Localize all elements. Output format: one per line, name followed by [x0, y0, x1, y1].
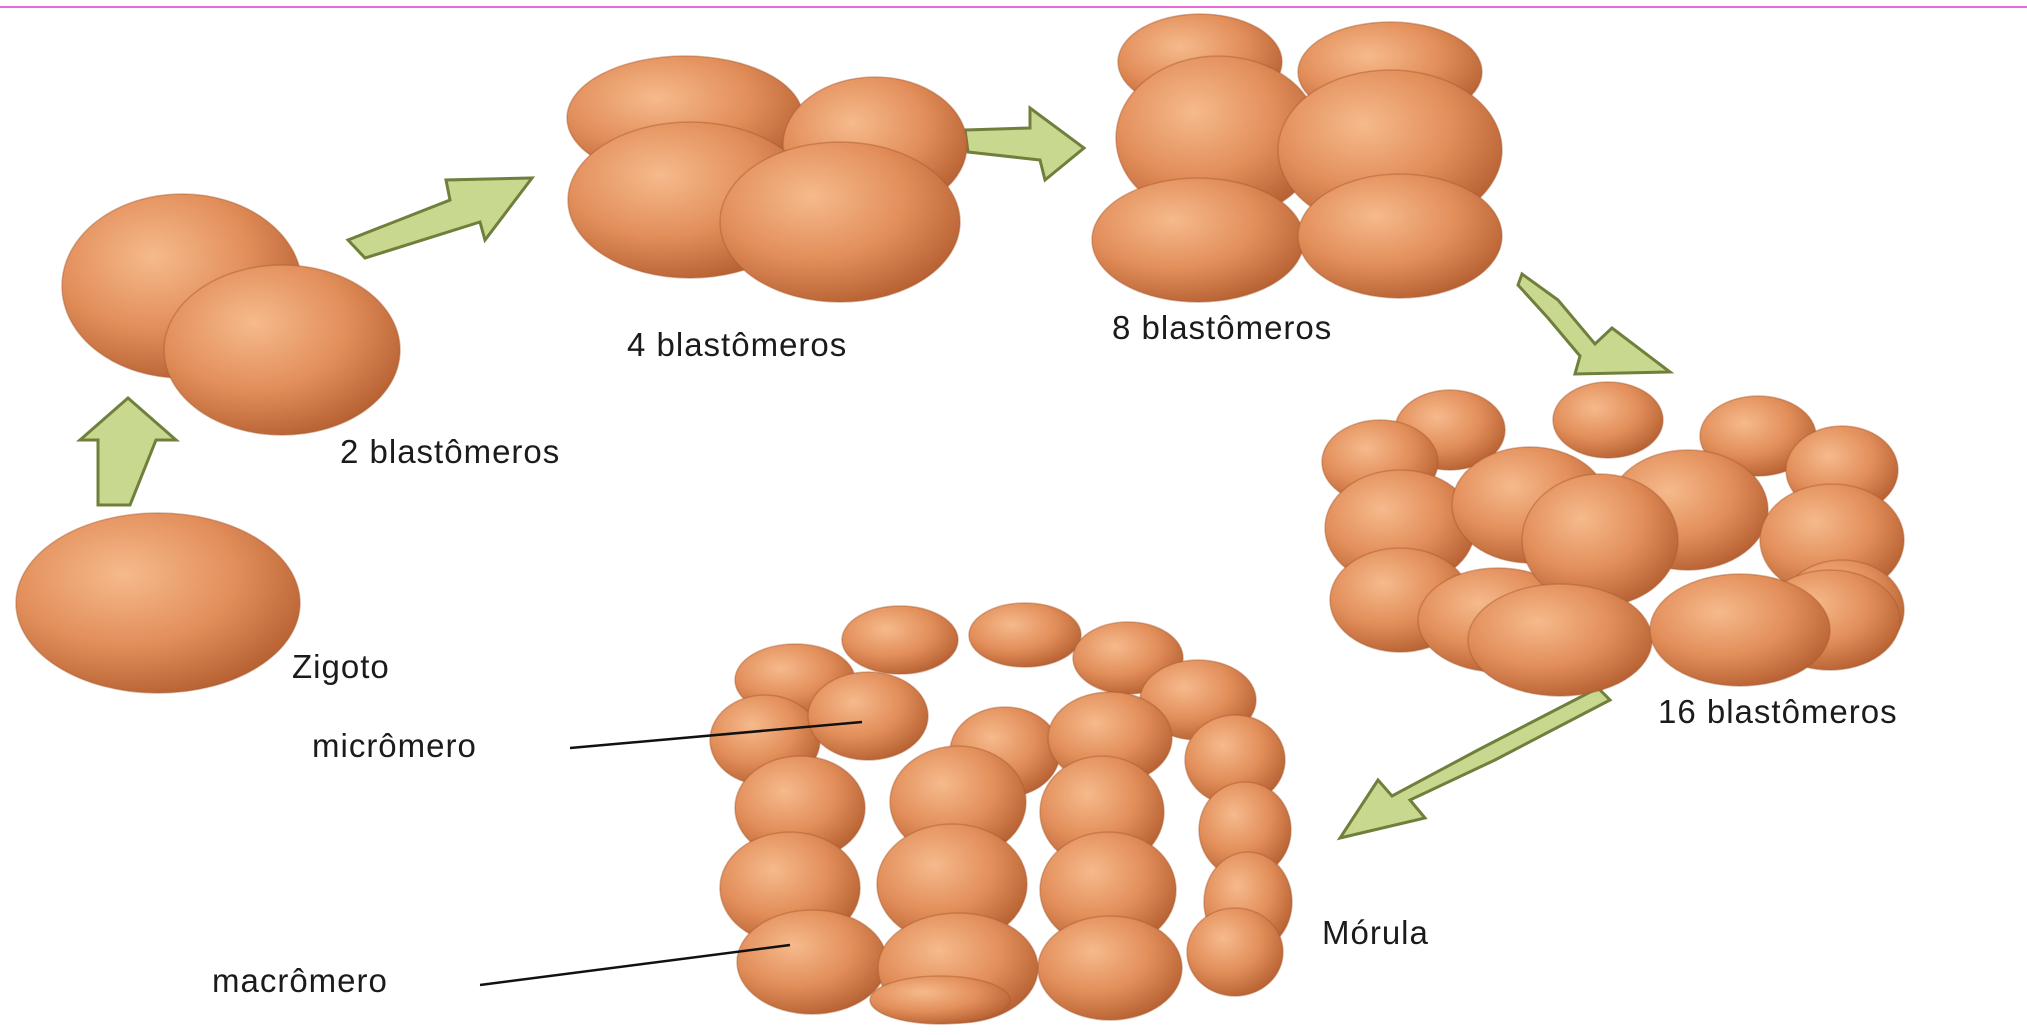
- two-blastomeres-cells: [62, 194, 400, 435]
- blastomere-cell: [1038, 916, 1182, 1020]
- blastomere-cell: [969, 603, 1081, 667]
- blastomere-cell: [1298, 174, 1502, 298]
- label-zygote: Zigoto: [292, 648, 390, 686]
- arrow-16-to-morula: [1340, 688, 1610, 838]
- arrow-zygote-to-2: [80, 398, 176, 505]
- blastomere-cell: [1092, 178, 1304, 302]
- label-morula: Mórula: [1322, 914, 1429, 952]
- blastomere-cell: [870, 976, 1010, 1024]
- blastomere-cell: [720, 142, 960, 302]
- arrow-8-to-16: [1518, 274, 1670, 374]
- label-2-blastomeres: 2 blastômeros: [340, 433, 560, 471]
- zygote-cell: [16, 513, 300, 693]
- sixteen-blastomeres-cells: [1322, 382, 1904, 696]
- blastomere-cell: [842, 606, 958, 674]
- blastomere-cell: [1187, 908, 1283, 996]
- blastomere-cell: [1650, 574, 1830, 686]
- arrow-4-to-8: [965, 108, 1084, 180]
- arrow-2-to-4: [348, 178, 532, 258]
- blastomere-cell: [1553, 382, 1663, 458]
- four-blastomeres-cells: [567, 56, 967, 302]
- label-8-blastomeres: 8 blastômeros: [1112, 309, 1332, 347]
- label-4-blastomeres: 4 blastômeros: [627, 326, 847, 364]
- blastomere-cell: [737, 910, 887, 1014]
- blastomere-cell: [16, 513, 300, 693]
- blastomere-cell: [1468, 584, 1652, 696]
- label-micromere: micrômero: [312, 727, 477, 765]
- blastomere-cell: [164, 265, 400, 435]
- blastomere-cell: [808, 672, 928, 760]
- eight-blastomeres-cells: [1092, 14, 1502, 302]
- label-macromere: macrômero: [212, 962, 388, 1000]
- label-16-blastomeres: 16 blastômeros: [1658, 693, 1898, 731]
- morula-cells: [710, 603, 1292, 1024]
